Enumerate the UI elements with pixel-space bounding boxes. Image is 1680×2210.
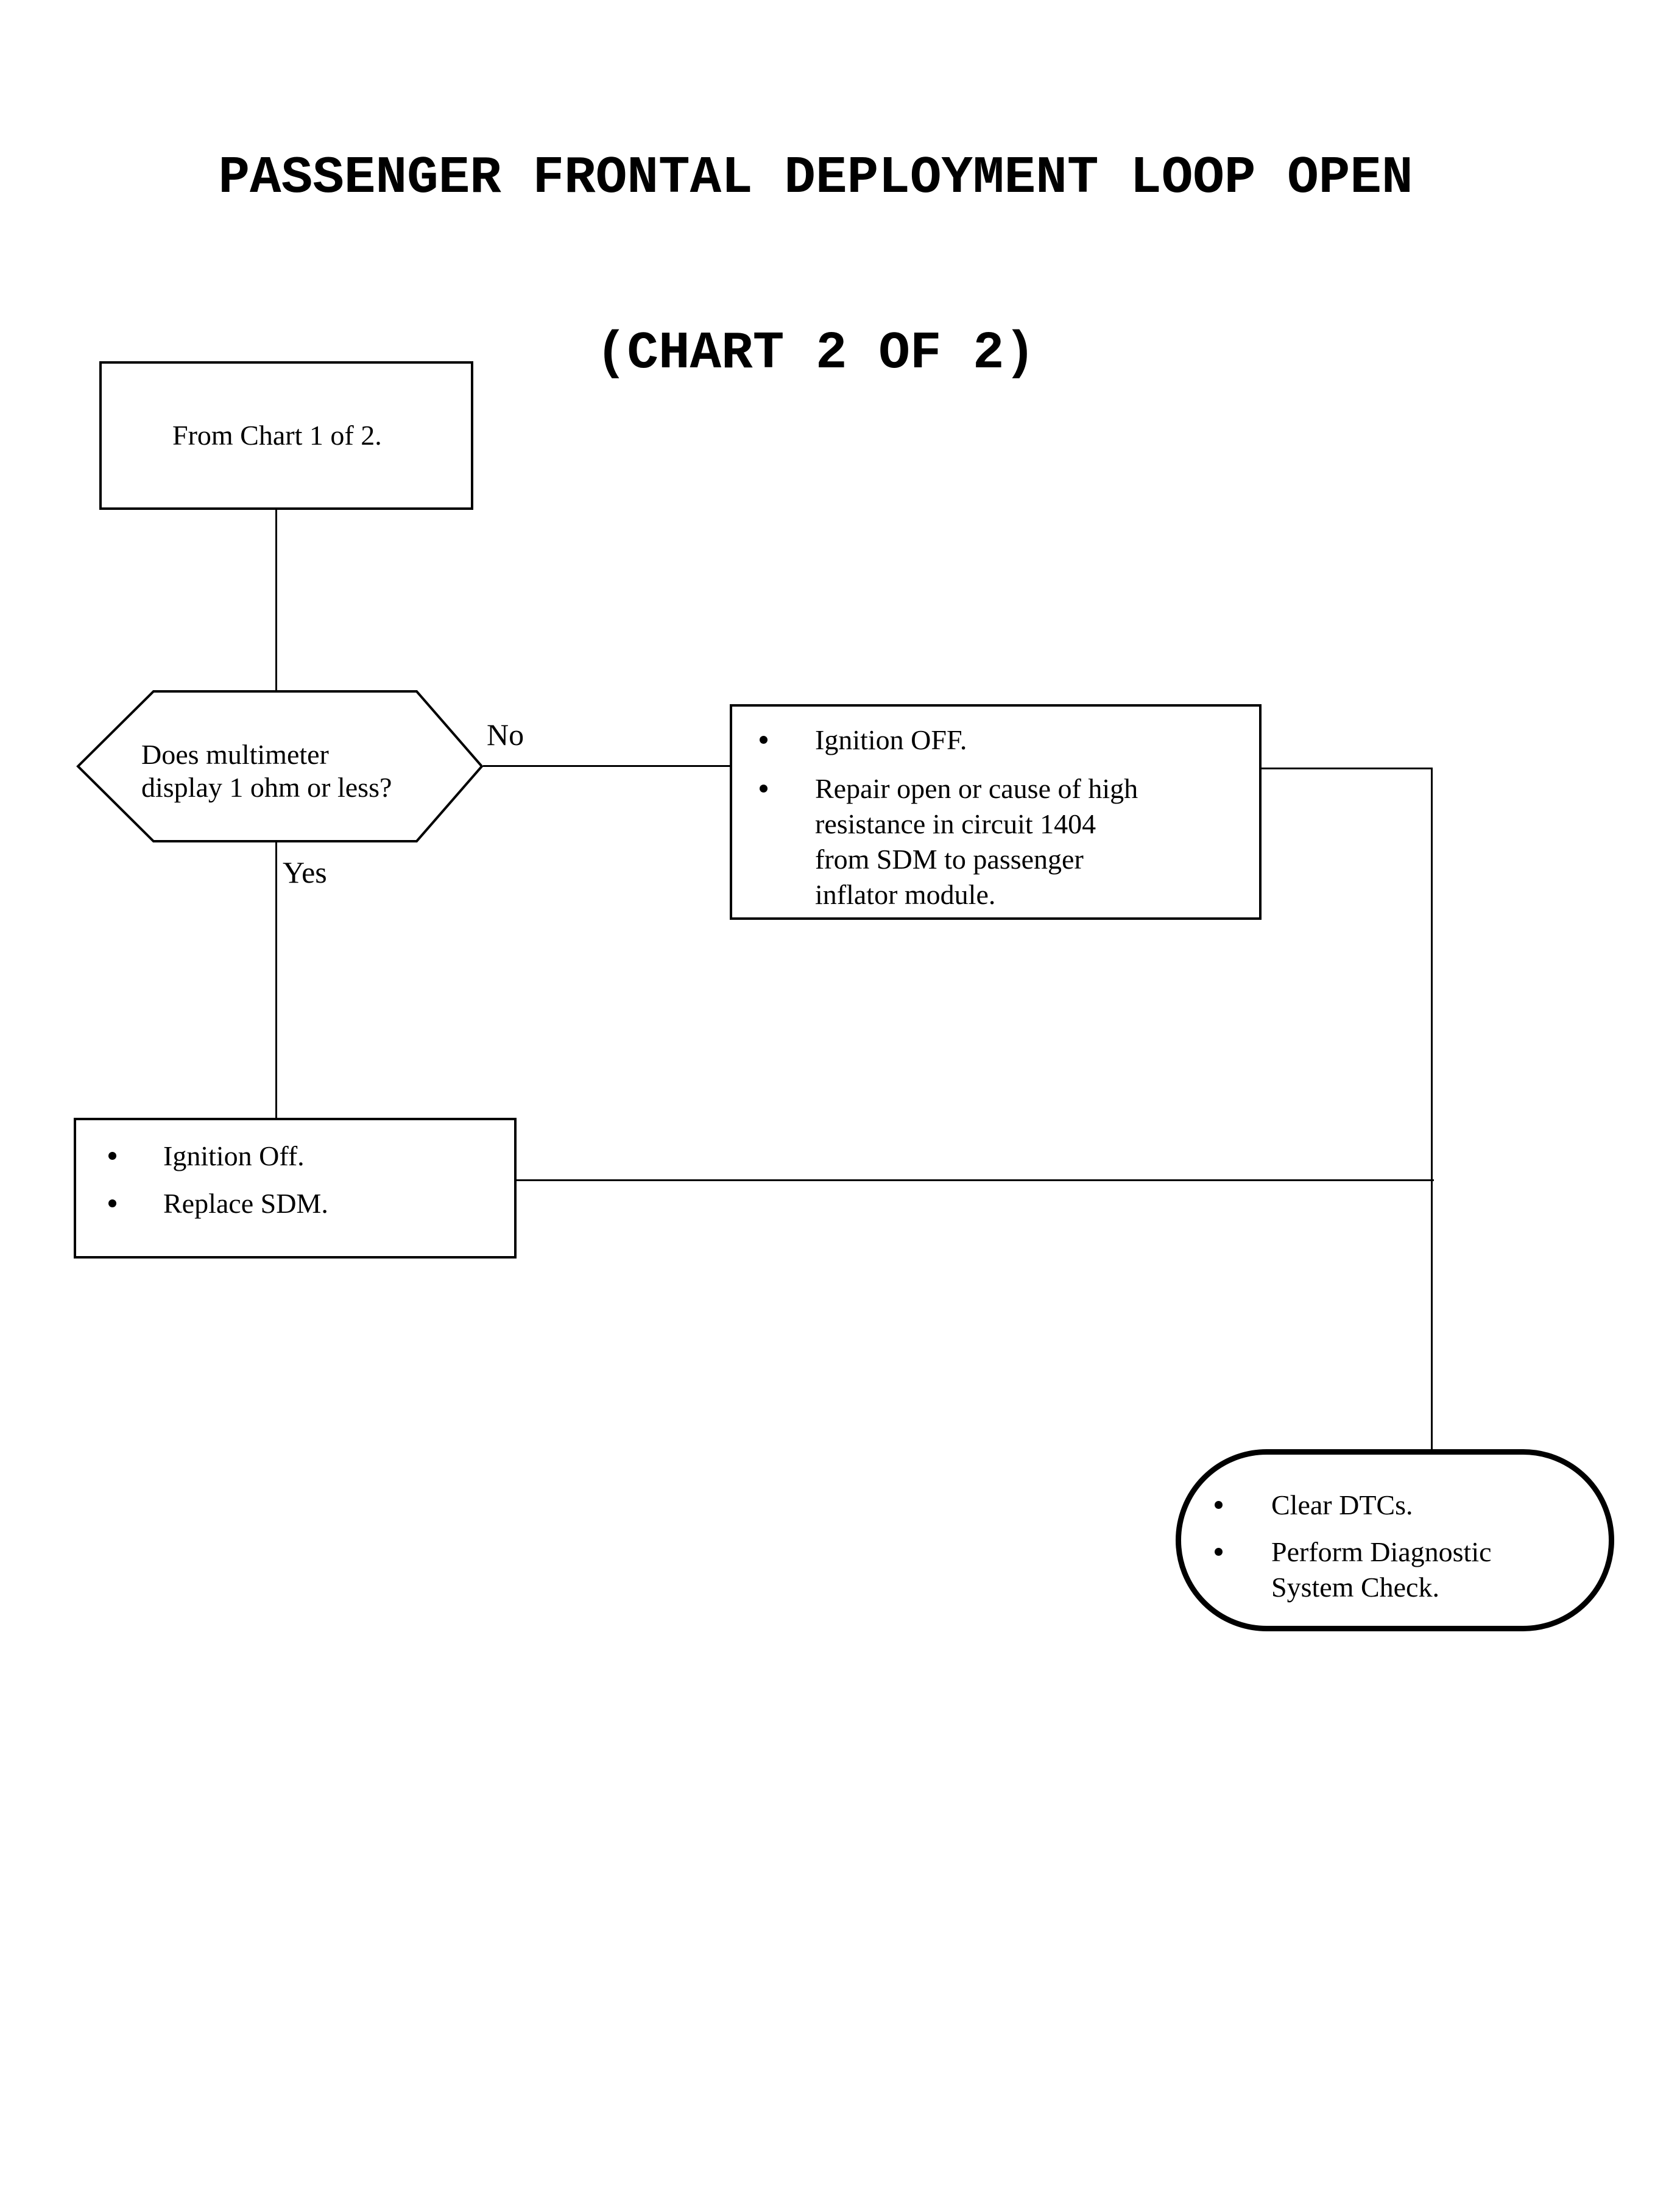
connector-start-to-decision [275, 510, 277, 691]
bullet-icon [1215, 1501, 1223, 1509]
end-bullet-1: Clear DTCs. [1215, 1488, 1590, 1523]
decision-question-line-1: Does multimeter [141, 739, 329, 770]
title-line-1: PASSENGER FRONTAL DEPLOYMENT LOOP OPEN [218, 148, 1413, 208]
bullet-icon [760, 785, 768, 793]
decision-multimeter-question: Does multimeter display 1 ohm or less? [141, 738, 392, 804]
yes-action-bullet-1-text: Ignition Off. [163, 1140, 305, 1171]
yes-action-bullet-2: Replace SDM. [108, 1186, 503, 1221]
node-end-terminator: Clear DTCs. Perform Diagnostic System Ch… [1176, 1449, 1614, 1631]
node-yes-action: Ignition Off. Replace SDM. [74, 1118, 517, 1259]
bullet-icon [108, 1152, 116, 1160]
no-action-bullet-2-line-3: from SDM to passenger [815, 844, 1084, 875]
no-action-bullet-1: Ignition OFF. [760, 722, 1248, 758]
edge-label-yes: Yes [283, 855, 327, 889]
connector-trunk-to-end [1431, 768, 1433, 1450]
decision-question-line-2: display 1 ohm or less? [141, 772, 392, 803]
end-bullet-1-text: Clear DTCs. [1271, 1489, 1413, 1520]
no-action-bullet-2-line-2: resistance in circuit 1404 [815, 808, 1096, 839]
node-from-chart-1: From Chart 1 of 2. [99, 361, 473, 510]
bullet-icon [1215, 1548, 1223, 1556]
no-action-bullet-1-text: Ignition OFF. [815, 724, 967, 755]
decision-hexagon-shape [76, 690, 484, 842]
connector-yes-action-to-trunk [517, 1179, 1434, 1181]
connector-decision-to-no-action [483, 765, 730, 767]
title-line-2: (CHART 2 OF 2) [595, 323, 1036, 383]
end-bullet-2-line-2: System Check. [1271, 1572, 1439, 1603]
node-no-action: Ignition OFF. Repair open or cause of hi… [730, 704, 1262, 920]
bullet-icon [108, 1199, 116, 1207]
edge-label-no: No [487, 718, 524, 752]
connector-decision-to-yes-action [275, 841, 277, 1118]
flowchart-title: PASSENGER FRONTAL DEPLOYMENT LOOP OPEN (… [0, 32, 1656, 500]
end-bullet-2: Perform Diagnostic System Check. [1215, 1534, 1590, 1605]
bullet-icon [760, 736, 768, 744]
yes-action-bullet-1: Ignition Off. [108, 1139, 503, 1174]
yes-action-bullet-2-text: Replace SDM. [163, 1188, 328, 1219]
connector-no-action-to-trunk [1262, 768, 1433, 769]
no-action-bullet-2: Repair open or cause of high resistance … [760, 771, 1248, 913]
no-action-bullet-2-line-1: Repair open or cause of high [815, 773, 1138, 804]
no-action-bullet-2-line-4: inflator module. [815, 879, 996, 910]
node-from-chart-1-label: From Chart 1 of 2. [172, 420, 382, 451]
end-bullet-2-line-1: Perform Diagnostic [1271, 1536, 1492, 1567]
